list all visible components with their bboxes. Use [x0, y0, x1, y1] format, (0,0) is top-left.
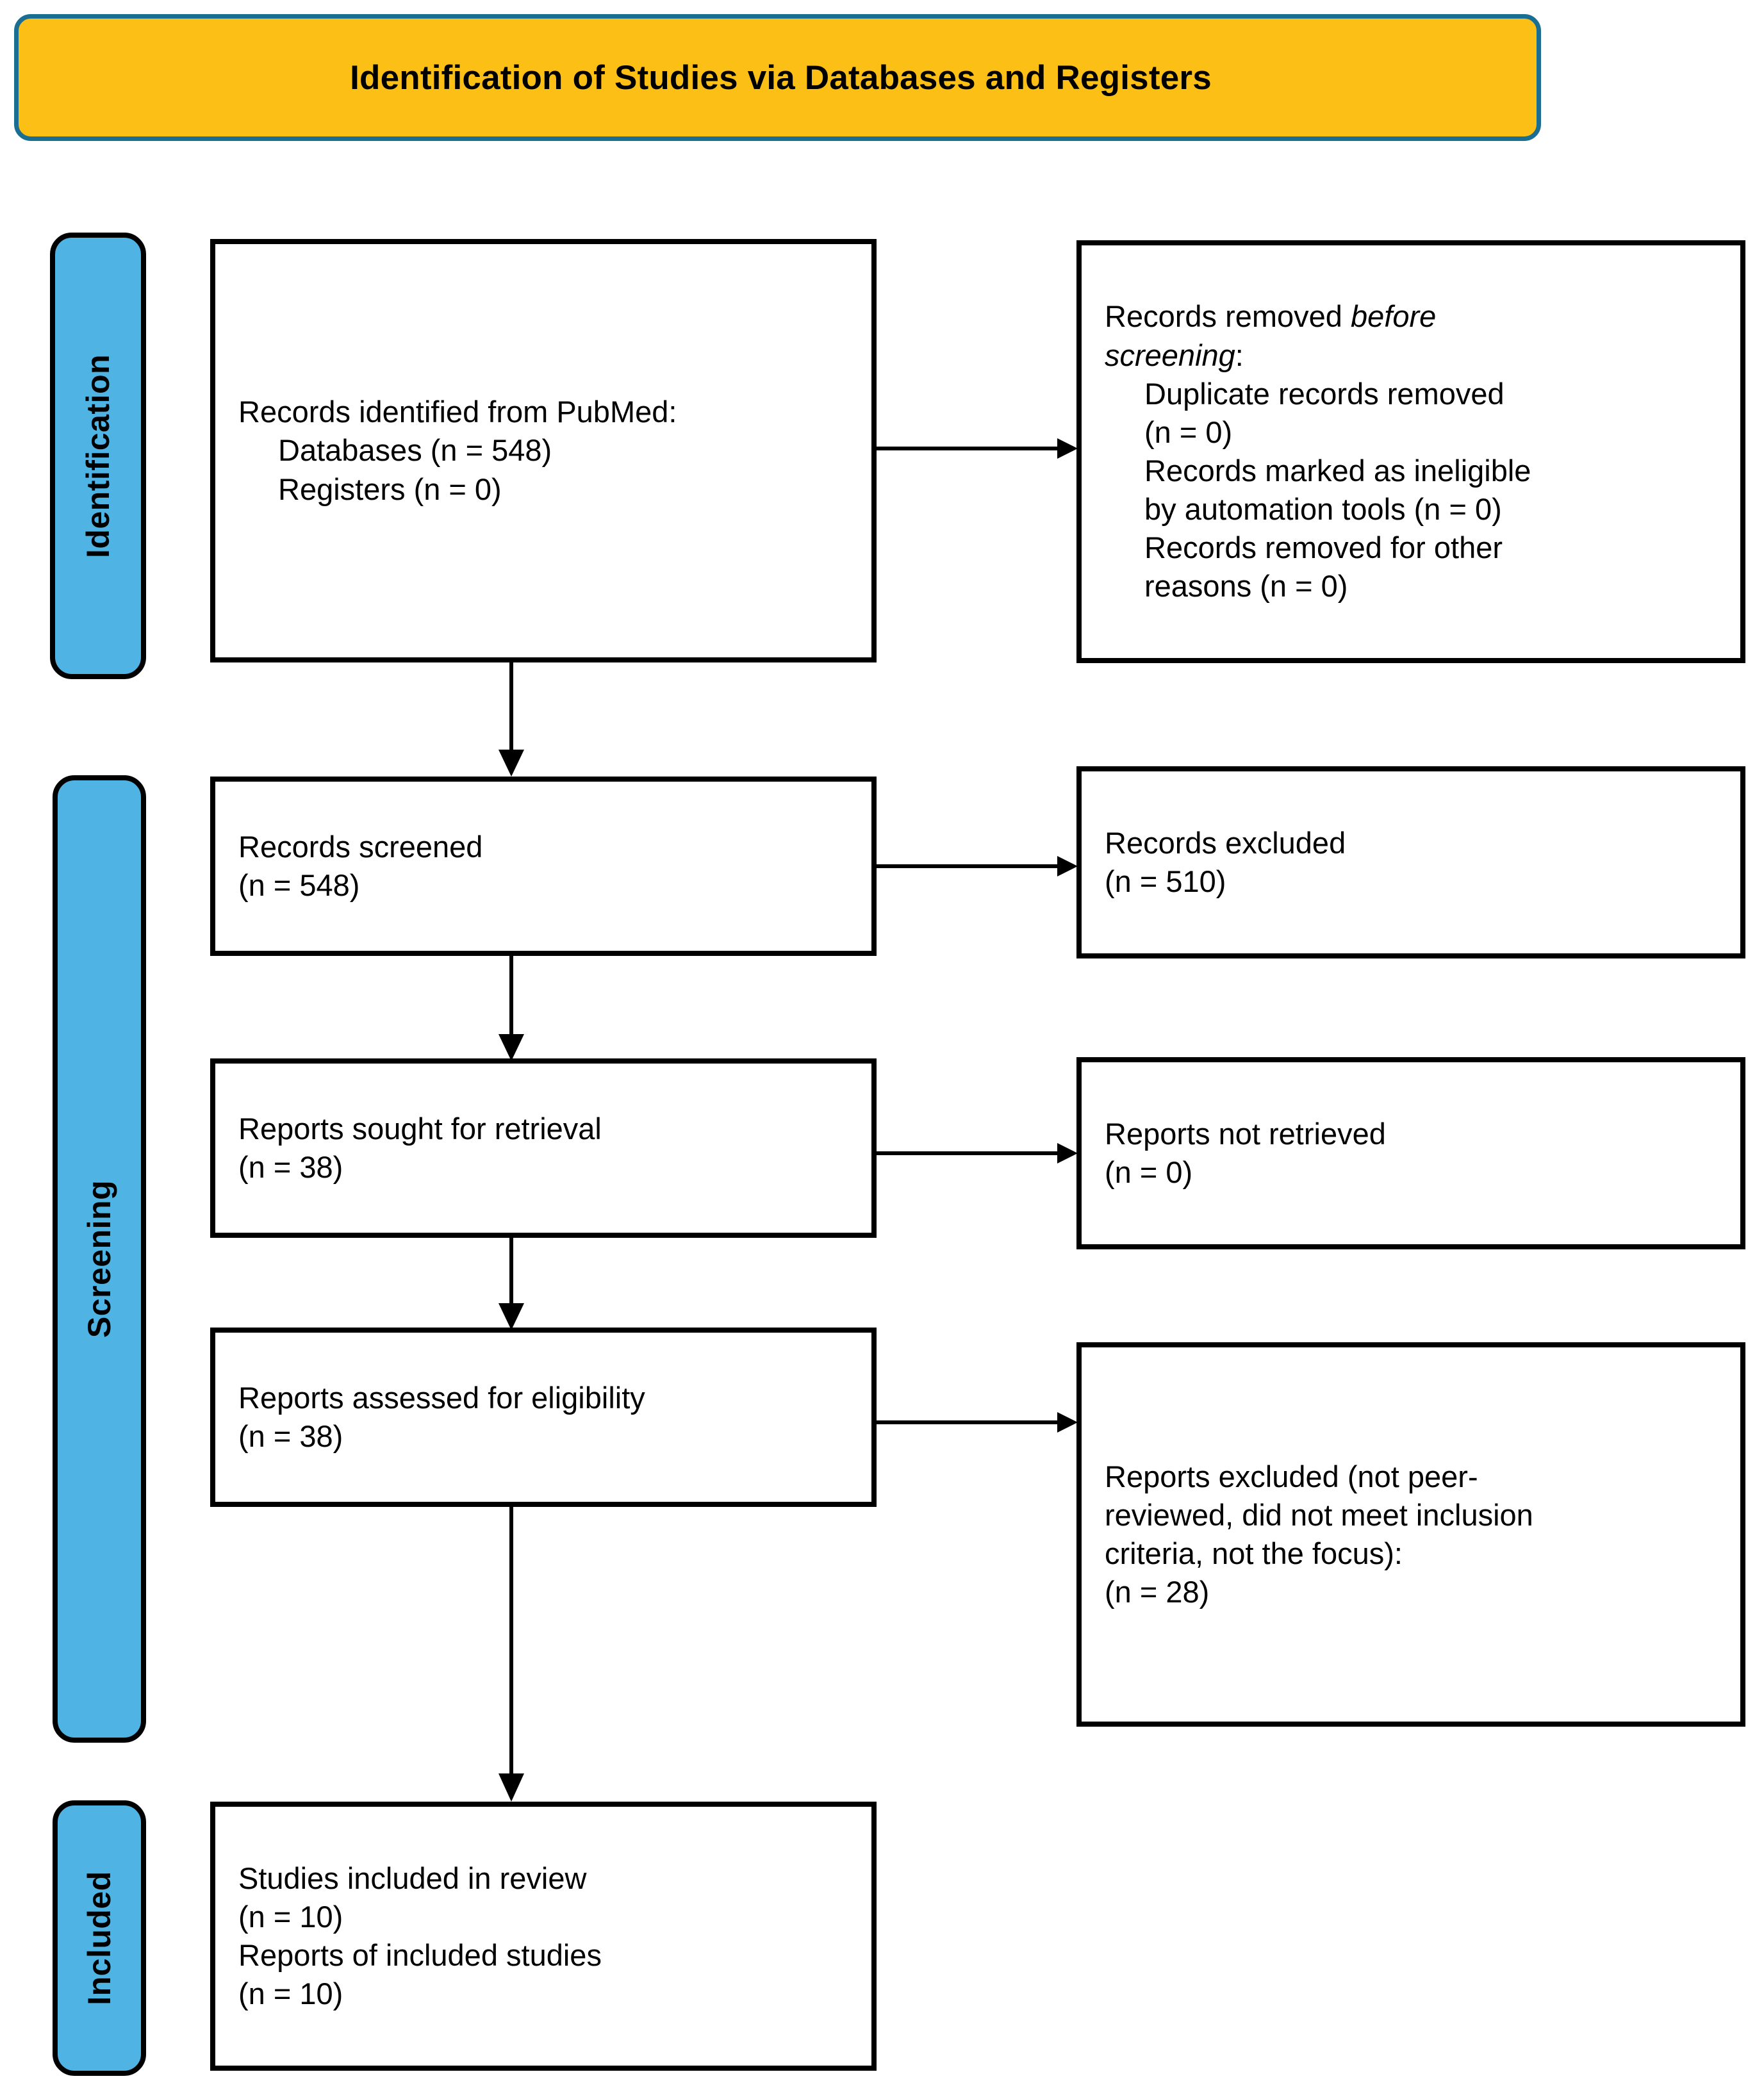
arrow-screened-to-excluded [877, 853, 1082, 879]
arrow-sought-to-assessed [492, 1238, 531, 1333]
arrow-sought-to-not-retrieved [877, 1140, 1082, 1166]
reports-excluded-count: (n = 28) [1105, 1575, 1210, 1609]
records-screened-label: Records screened [238, 829, 483, 864]
reports-included-label: Reports of included studies [238, 1938, 602, 1972]
reports-sought-label: Reports sought for retrieval [238, 1111, 602, 1146]
stage-label-screening: Screening [81, 1180, 117, 1338]
reports-assessed-label: Reports assessed for eligibility [238, 1380, 645, 1415]
records-excluded-label: Records excluded [1105, 825, 1346, 860]
reports-excluded-line-2: reviewed, did not meet inclusion [1105, 1497, 1533, 1532]
stage-bar-identification: Identification [50, 233, 146, 679]
stage-bar-screening: Screening [53, 775, 146, 1743]
box-reports-assessed: Reports assessed for eligibility (n = 38… [210, 1328, 877, 1507]
records-identified-registers: Registers (n = 0) [278, 472, 502, 506]
studies-included-count: (n = 10) [238, 1899, 343, 1934]
removed-other-reasons-line-2: reasons (n = 0) [1144, 569, 1348, 604]
reports-excluded-line-1: Reports excluded (not peer- [1105, 1459, 1478, 1493]
duplicate-records-removed-count: (n = 0) [1144, 415, 1233, 449]
records-identified-line-1: Records identified from PubMed: [238, 395, 677, 429]
removed-before-italic-before: before [1351, 299, 1437, 334]
arrow-identified-to-screened [492, 662, 531, 779]
diagram-title: Identification of Studies via Databases … [350, 58, 1212, 97]
studies-included-label: Studies included in review [238, 1861, 587, 1895]
arrow-screened-to-sought [492, 956, 531, 1064]
box-records-removed-before-screening: Records removed before screening: Duplic… [1076, 240, 1745, 663]
duplicate-records-removed-label: Duplicate records removed [1144, 376, 1504, 411]
reports-sought-count: (n = 38) [238, 1150, 343, 1184]
box-reports-not-retrieved: Reports not retrieved (n = 0) [1076, 1057, 1745, 1249]
removed-before-italic-screening: screening [1105, 338, 1235, 372]
arrow-assessed-to-reports-excluded [877, 1410, 1082, 1435]
stage-label-identification: Identification [80, 354, 117, 558]
arrow-identified-to-removed [877, 436, 1082, 461]
diagram-header-banner: Identification of Studies via Databases … [14, 14, 1541, 141]
stage-bar-included: Included [53, 1800, 146, 2076]
records-identified-databases: Databases (n = 548) [278, 433, 552, 468]
box-records-identified: Records identified from PubMed: Database… [210, 239, 877, 662]
box-records-screened: Records screened (n = 548) [210, 777, 877, 956]
ineligible-automation-line-2: by automation tools (n = 0) [1144, 492, 1502, 527]
ineligible-automation-line-1: Records marked as ineligible [1144, 454, 1531, 488]
removed-before-colon: : [1235, 338, 1244, 372]
reports-assessed-count: (n = 38) [238, 1419, 343, 1453]
reports-not-retrieved-count: (n = 0) [1105, 1155, 1193, 1189]
records-screened-count: (n = 548) [238, 868, 360, 902]
box-records-excluded: Records excluded (n = 510) [1076, 766, 1745, 958]
box-reports-sought: Reports sought for retrieval (n = 38) [210, 1058, 877, 1238]
removed-before-prefix: Records removed [1105, 299, 1351, 334]
removed-before-line-1: Records removed before [1105, 297, 1717, 336]
removed-other-reasons-line-1: Records removed for other [1144, 530, 1503, 565]
reports-excluded-line-3: criteria, not the focus): [1105, 1536, 1403, 1570]
stage-label-included: Included [81, 1871, 118, 2005]
removed-before-line-2: screening: [1105, 336, 1717, 375]
records-excluded-count: (n = 510) [1105, 864, 1226, 898]
box-studies-included: Studies included in review (n = 10) Repo… [210, 1802, 877, 2071]
reports-included-count: (n = 10) [238, 1977, 343, 2011]
arrow-assessed-to-included [492, 1507, 531, 1805]
reports-not-retrieved-label: Reports not retrieved [1105, 1116, 1386, 1151]
box-reports-excluded: Reports excluded (not peer- reviewed, di… [1076, 1342, 1745, 1727]
